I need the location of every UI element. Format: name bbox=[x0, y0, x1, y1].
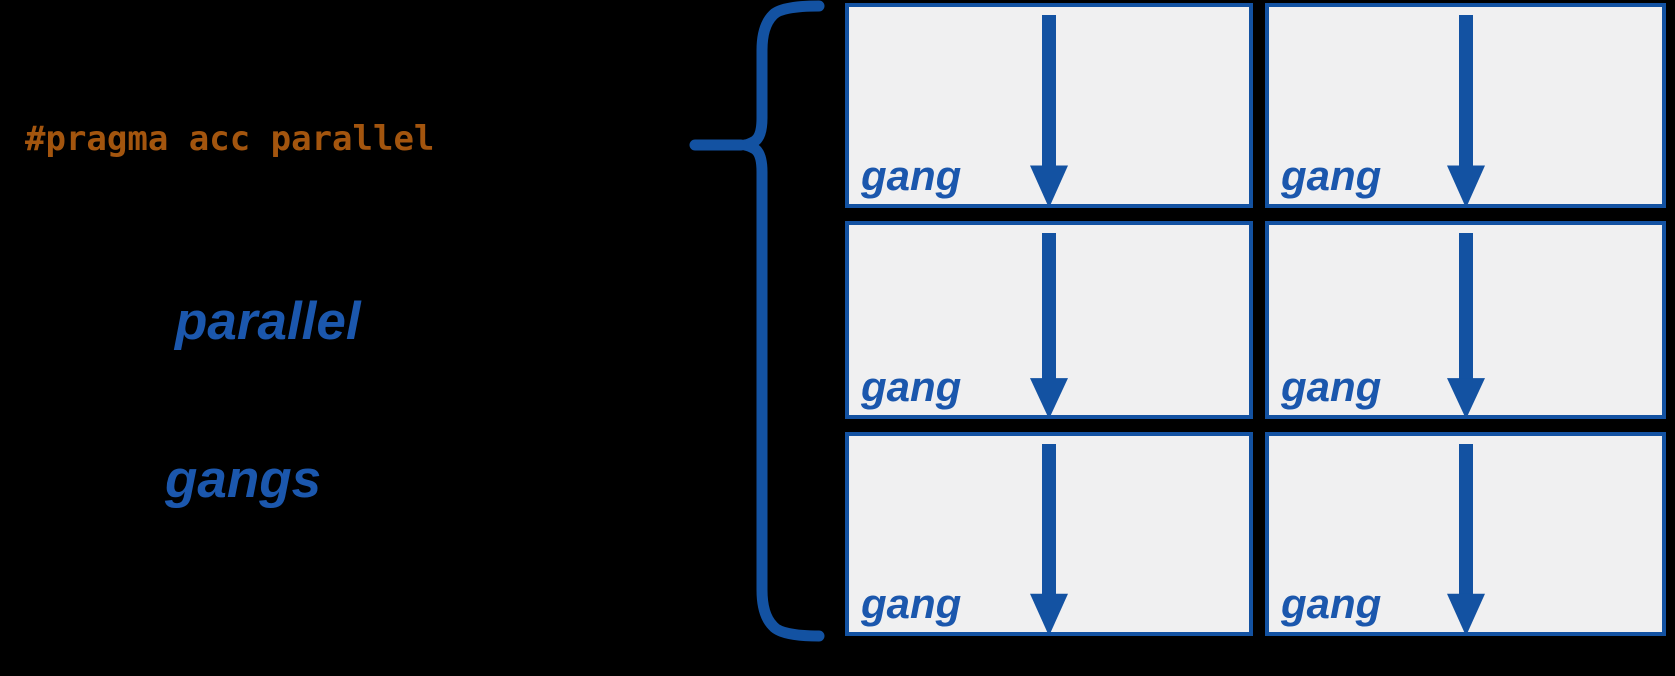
gang-grid: gang gang gang gang bbox=[845, 3, 1666, 636]
gang-box-label: gang bbox=[861, 363, 962, 410]
gang-box-label: gang bbox=[861, 580, 962, 627]
gang-box-label: gang bbox=[1281, 580, 1382, 627]
down-arrow-icon bbox=[1446, 444, 1485, 636]
label-gangs: gangs bbox=[165, 450, 322, 509]
gang-box-label: gang bbox=[861, 152, 962, 199]
gang-box: gang bbox=[1265, 432, 1666, 636]
gang-box-label: gang bbox=[1281, 363, 1382, 410]
gang-box: gang bbox=[845, 221, 1253, 419]
down-arrow-icon bbox=[1030, 15, 1068, 208]
label-parallel: parallel bbox=[175, 292, 361, 351]
down-arrow-icon bbox=[1030, 444, 1068, 636]
down-arrow-icon bbox=[1030, 233, 1068, 419]
gang-box: gang bbox=[845, 3, 1253, 208]
gang-box: gang bbox=[1265, 3, 1666, 208]
left-curly-brace-icon bbox=[689, 0, 825, 642]
down-arrow-icon bbox=[1446, 233, 1485, 419]
pragma-code-annotation: #pragma acc parallel bbox=[25, 119, 435, 159]
down-arrow-icon bbox=[1446, 15, 1485, 208]
gang-box: gang bbox=[1265, 221, 1666, 419]
gang-box-label: gang bbox=[1281, 152, 1382, 199]
gang-box: gang bbox=[845, 432, 1253, 636]
